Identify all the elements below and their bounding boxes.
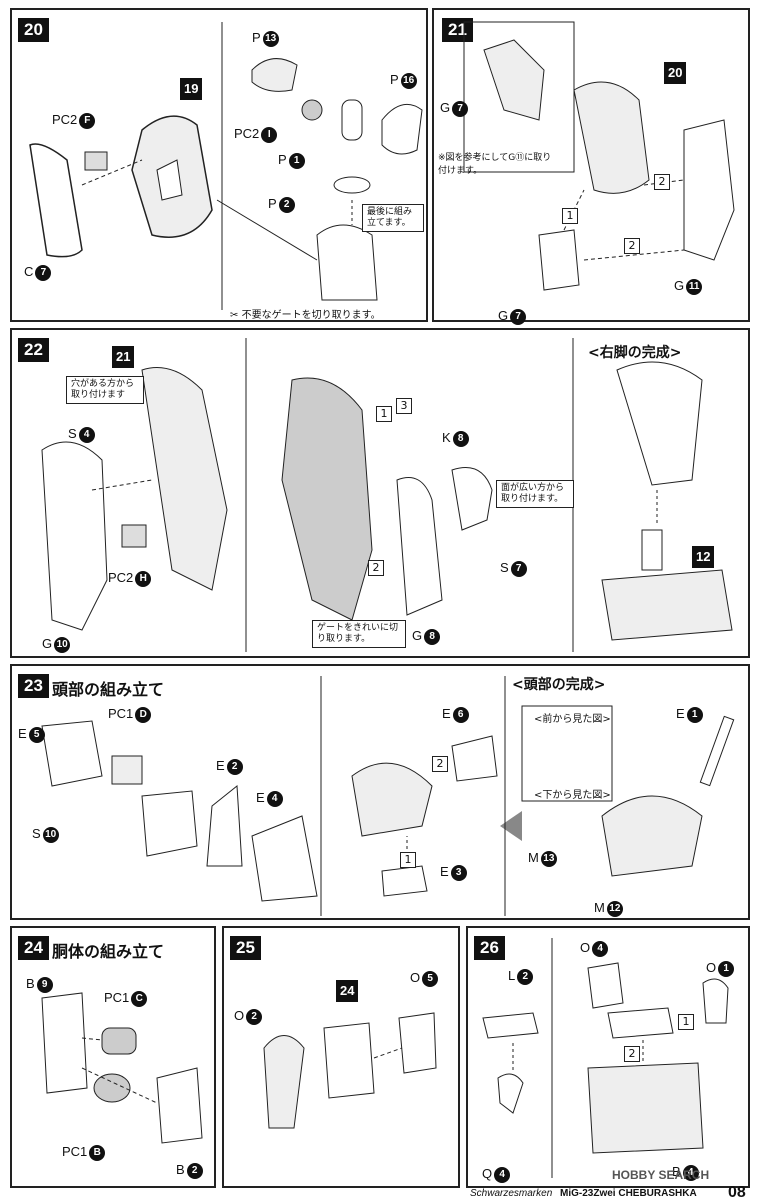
step-number: 23: [18, 674, 49, 698]
wide-face-note: 面が広い方から取り付けます。: [496, 480, 574, 508]
assemble-last-note: 最後に組み立てます。: [362, 204, 424, 232]
step-21-illustration: [463, 21, 735, 291]
right-leg-complete-title: <右脚の完成>: [588, 345, 682, 361]
order-marker-2b: 2: [624, 238, 640, 254]
step-23-illustration: [41, 676, 735, 916]
step-20-illustration: [29, 22, 423, 310]
order-marker-1: 1: [376, 406, 392, 422]
step-22-illustration: [41, 338, 733, 652]
order-marker-2: 2: [368, 560, 384, 576]
order-marker-1: 1: [562, 208, 578, 224]
step-number: 22: [18, 338, 49, 362]
nipper-icon: ✂: [230, 310, 239, 321]
clean-gate-note: ゲートをきれいに切り取ります。: [312, 620, 406, 648]
ref-step-badge: 19: [180, 78, 203, 100]
page-number: 08: [728, 1184, 746, 1201]
step-number: 26: [474, 936, 505, 960]
order-marker-1: 1: [678, 1014, 694, 1030]
hole-note: 穴がある方から取り付けます: [66, 376, 144, 404]
watermark: HOBBY SEARCH: [612, 1168, 710, 1182]
step-title: 頭部の組み立て: [52, 680, 165, 699]
head-complete-title: <頭部の完成>: [512, 677, 606, 693]
ref-step-badge: 24: [336, 980, 359, 1002]
order-marker-3: 3: [396, 398, 412, 414]
order-marker-1: 1: [400, 852, 416, 868]
step-25-illustration: [263, 1012, 437, 1129]
step-title: 胴体の組み立て: [52, 942, 165, 961]
step-24-illustration: [41, 992, 203, 1144]
step-26-illustration: [482, 938, 729, 1178]
front-view-label: <前から見た図>: [534, 714, 611, 725]
ref-step-badge: 20: [664, 62, 687, 84]
step-number: 20: [18, 18, 49, 42]
order-marker-2: 2: [432, 756, 448, 772]
order-marker-2: 2: [654, 174, 670, 190]
complete-ref-badge: 12: [692, 546, 715, 568]
series-name: Schwarzesmarken: [470, 1188, 553, 1199]
ref-step-badge: 21: [112, 346, 135, 368]
reference-note: ※図を参考にしてG⑪に取り付けます。: [438, 153, 552, 176]
model-name: MiG-23Zwei CHEBURASHKA: [560, 1188, 697, 1199]
step-number: 25: [230, 936, 261, 960]
gate-note: ✂ 不要なゲートを切り取ります。: [230, 310, 381, 321]
bottom-view-label: <下から見た図>: [534, 790, 611, 801]
step-number: 24: [18, 936, 49, 960]
order-marker-2: 2: [624, 1046, 640, 1062]
